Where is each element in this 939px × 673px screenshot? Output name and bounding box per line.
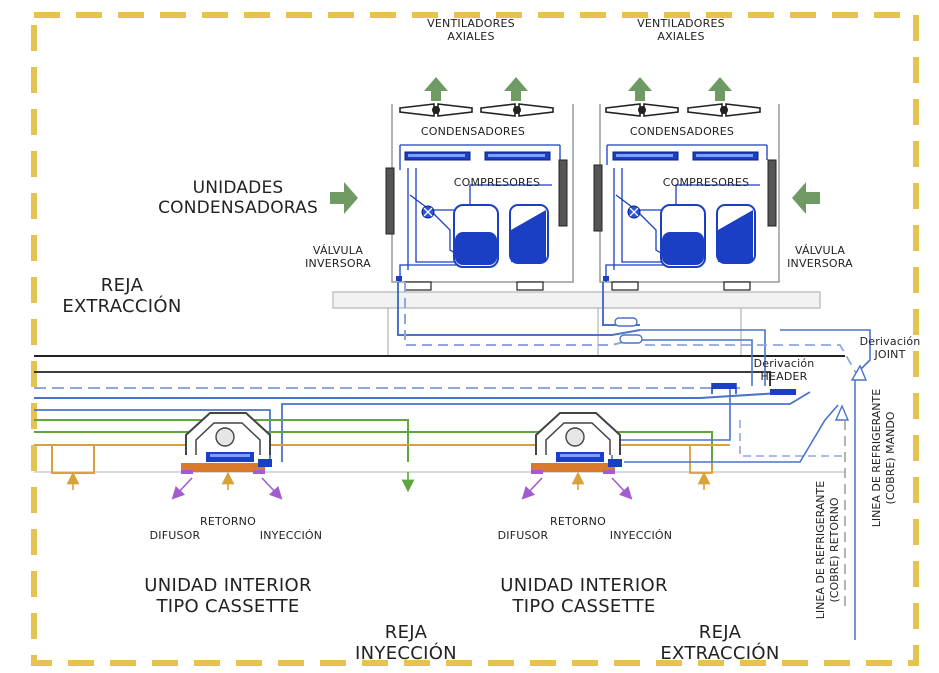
airflow-right-arrow bbox=[330, 182, 358, 214]
condensing-unit-1 bbox=[385, 77, 574, 291]
indoor-unit-label-1: UNIDAD INTERIOR TIPO CASSETTE bbox=[144, 575, 312, 618]
fans-label-2: VENTILADORES AXIALES bbox=[637, 17, 725, 43]
diffuser-label-1: DIFUSOR bbox=[149, 529, 201, 542]
injection-label-2: INYECCIÓN bbox=[609, 529, 673, 542]
header-branch-fitting bbox=[770, 389, 796, 395]
return-label-2: RETORNO bbox=[550, 515, 606, 528]
reversing-valve-label-right: VÁLVULA INVERSORA bbox=[787, 244, 853, 270]
compressor-icon bbox=[660, 204, 706, 268]
extraction-grille-label-top: REJA EXTRACCIÓN bbox=[62, 275, 182, 318]
condensers-label-2: CONDENSADORES bbox=[629, 125, 735, 138]
injection-grille-label: REJA INYECCIÓN bbox=[355, 622, 457, 665]
axial-fan-icon bbox=[605, 103, 679, 117]
diffuser-label-2: DIFUSOR bbox=[497, 529, 549, 542]
compressor-icon bbox=[453, 204, 499, 268]
diffuser-airflow-arrow bbox=[521, 477, 543, 500]
extraction-grille-label-bottom: REJA EXTRACCIÓN bbox=[660, 622, 780, 665]
joint-branch-label: Derivación JOINT bbox=[859, 335, 921, 361]
cassette-unit-2 bbox=[521, 412, 633, 500]
header-branch-fitting bbox=[712, 383, 736, 389]
frame-border bbox=[31, 12, 919, 666]
side-coil bbox=[385, 167, 395, 235]
joint-branch-fitting bbox=[834, 404, 850, 421]
airflow-up-arrow bbox=[504, 77, 528, 101]
roof-slab bbox=[332, 291, 821, 309]
side-coil bbox=[767, 159, 777, 227]
reversing-valve-label-left: VÁLVULA INVERSORA bbox=[305, 244, 371, 270]
diffuser-airflow-arrow bbox=[171, 477, 193, 500]
axial-fan-icon bbox=[480, 103, 554, 117]
refrigerant-return-line-label: LINEA DE REFRIGERANTE (COBRE) RETORNO bbox=[814, 480, 841, 620]
condensing-unit-2 bbox=[593, 77, 780, 291]
airflow-up-arrow bbox=[628, 77, 652, 101]
compressor-icon bbox=[509, 204, 549, 264]
compressor-icon bbox=[716, 204, 756, 264]
return-label-1: RETORNO bbox=[200, 515, 256, 528]
condensing-units-label: UNIDADES CONDENSADORAS bbox=[158, 178, 318, 219]
compressors-label-1: COMPRESORES bbox=[453, 176, 541, 189]
axial-fan-icon bbox=[399, 103, 473, 117]
side-coil bbox=[593, 164, 603, 232]
airflow-left-arrow bbox=[792, 182, 820, 214]
joint-branch-fitting bbox=[850, 364, 868, 381]
airflow-up-arrow bbox=[708, 77, 732, 101]
fans-label-1: VENTILADORES AXIALES bbox=[427, 17, 515, 43]
header-branch-label: Derivación HEADER bbox=[753, 357, 815, 383]
injection-label-1: INYECCIÓN bbox=[259, 529, 323, 542]
condensers-label-1: CONDENSADORES bbox=[420, 125, 526, 138]
airflow-up-arrow bbox=[424, 77, 448, 101]
compressors-label-2: COMPRESORES bbox=[662, 176, 750, 189]
indoor-unit-label-2: UNIDAD INTERIOR TIPO CASSETTE bbox=[500, 575, 668, 618]
injection-airflow-arrow bbox=[261, 477, 283, 500]
side-coil bbox=[558, 159, 568, 227]
cassette-unit-1 bbox=[171, 412, 283, 500]
refrigerant-supply-line-label: LINEA DE REFRIGERANTE (COBRE) MANDO bbox=[870, 388, 897, 528]
axial-fan-icon bbox=[687, 103, 761, 117]
injection-airflow-arrow bbox=[611, 477, 633, 500]
